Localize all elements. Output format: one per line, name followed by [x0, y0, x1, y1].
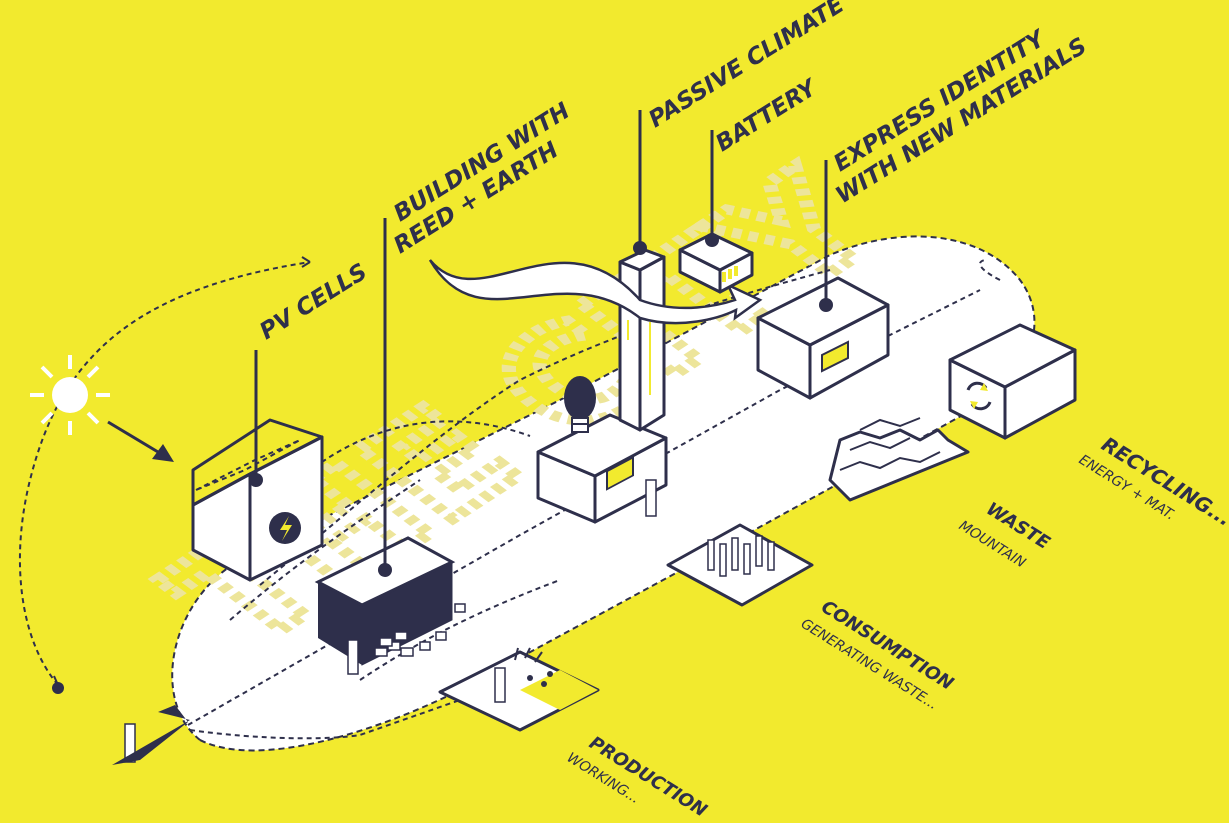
- label-pv-cells: PV CELLS: [255, 259, 372, 345]
- main-building: [536, 248, 668, 524]
- waste-mountain: [828, 417, 970, 502]
- sun-shadow: [52, 682, 64, 694]
- start-arrow: [112, 705, 190, 765]
- production-platform: [438, 647, 600, 732]
- person-icon: [124, 479, 657, 763]
- sun-icon: [30, 355, 110, 435]
- sun-ray-arrowhead: [152, 444, 174, 462]
- leader-lines: [249, 110, 833, 577]
- express-identity-box: [756, 276, 890, 400]
- battery-icon: [678, 232, 754, 294]
- recycling-box: [948, 323, 1077, 440]
- lightbulb-icon: [564, 376, 596, 433]
- consumption-platform: [666, 523, 814, 607]
- label-express-2: WITH NEW MATERIALS: [831, 33, 1091, 209]
- pv-cells-box: [191, 418, 324, 582]
- wind-flow-arrow: [428, 259, 763, 325]
